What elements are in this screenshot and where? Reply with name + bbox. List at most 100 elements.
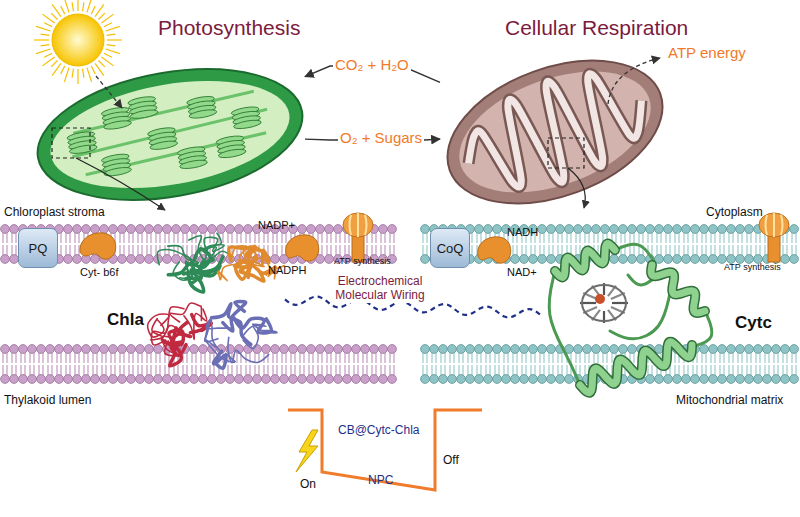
lipid-tail [47, 353, 48, 363]
lipid-tail [696, 233, 697, 243]
lipid-head [82, 345, 91, 354]
annotation-label: Cyt- b6f [80, 266, 119, 279]
lipid-tail [471, 233, 472, 243]
lipid-head [262, 345, 271, 354]
lipid-bilayer [1, 345, 397, 384]
protein-subunit [205, 301, 277, 368]
lipid-head [388, 375, 397, 384]
lipid-head [529, 375, 538, 384]
lipid-tail [96, 353, 97, 363]
lipid-head [556, 225, 565, 234]
lipid-tail [507, 365, 508, 375]
lipid-head [334, 375, 343, 384]
lipid-tail [750, 233, 751, 243]
nadh-dehydrogenase-shape [478, 237, 511, 263]
lipid-tail [561, 365, 562, 375]
lipid-tail [431, 353, 432, 363]
protein-node: Cytc [540, 235, 725, 405]
lipid-tail [525, 353, 526, 363]
granum-disc [218, 148, 247, 160]
lipid-tail [561, 245, 562, 255]
lipid-tail [458, 353, 459, 363]
lipid-tail [245, 365, 246, 375]
lipid-tail [741, 245, 742, 255]
lipid-tail [665, 245, 666, 255]
lipid-tail [357, 365, 358, 375]
lipid-tail [308, 365, 309, 375]
lipid-tail [335, 353, 336, 363]
lipid-tail [696, 353, 697, 363]
lipid-tail [137, 365, 138, 375]
lipid-tail [150, 245, 151, 255]
protein-ribbon [234, 257, 255, 279]
lipid-tail [299, 365, 300, 375]
lipid-tail [6, 233, 7, 243]
lipid-head [556, 375, 565, 384]
atp-synthase-symbol [343, 213, 373, 262]
lipid-tail [132, 245, 133, 255]
lipid-head [136, 255, 145, 264]
granum-disc [149, 139, 178, 151]
lipid-tail [489, 365, 490, 375]
lightning-symbol [296, 430, 318, 472]
lipid-tail [431, 365, 432, 375]
lipid-tail [795, 353, 796, 363]
lipid-tail [746, 233, 747, 243]
lipid-tail [494, 353, 495, 363]
lipid-head [190, 345, 199, 354]
lipid-tail [177, 233, 178, 243]
lipid-head [244, 225, 253, 234]
lipid-head [352, 375, 361, 384]
lipid-head [538, 345, 547, 354]
lipid-tail [164, 233, 165, 243]
lipid-tail [548, 365, 549, 375]
lipid-head [325, 345, 334, 354]
lipid-head [73, 255, 82, 264]
cristae [451, 53, 658, 210]
lipid-head [64, 255, 73, 264]
protein-ribbon [243, 324, 266, 348]
lipid-tail [530, 353, 531, 363]
lipid-tail [11, 353, 12, 363]
lipid-tail [494, 365, 495, 375]
lipid-head [334, 225, 343, 234]
lipid-head [700, 375, 709, 384]
lipid-tail [168, 233, 169, 243]
lipid-tail [353, 365, 354, 375]
lipid-head [226, 345, 235, 354]
lipid-tail [543, 245, 544, 255]
lipid-tail [326, 245, 327, 255]
lipid-tail [543, 365, 544, 375]
lipid-head [745, 225, 754, 234]
sun-ray [51, 61, 57, 67]
lipid-head [19, 345, 28, 354]
lipid-tail [705, 233, 706, 243]
lipid-head [772, 345, 781, 354]
lipid-tail [422, 365, 423, 375]
lipid-tail [128, 245, 129, 255]
lipid-head [145, 225, 154, 234]
lipid-tail [750, 245, 751, 255]
lipid-tail [566, 365, 567, 375]
lipid-head [475, 375, 484, 384]
lipid-tail [294, 365, 295, 375]
lipid-tail [380, 245, 381, 255]
lipid-tail [384, 353, 385, 363]
lipid-head [64, 225, 73, 234]
annotation-label: ATP synthesis [334, 256, 391, 266]
lipid-tail [534, 353, 535, 363]
lipid-tail [557, 245, 558, 255]
lipid-head [475, 345, 484, 354]
lipid-tail [795, 245, 796, 255]
lipid-head [592, 345, 601, 354]
lipid-tail [485, 353, 486, 363]
lipid-head [190, 375, 199, 384]
lipid-head [529, 255, 538, 264]
sun-ray [104, 23, 112, 27]
protein-ribbon [168, 249, 210, 275]
lipid-tail [422, 233, 423, 243]
lipid-tail [335, 245, 336, 255]
lipid-tail [579, 365, 580, 375]
lipid-head [46, 375, 55, 384]
lipid-head [547, 345, 556, 354]
